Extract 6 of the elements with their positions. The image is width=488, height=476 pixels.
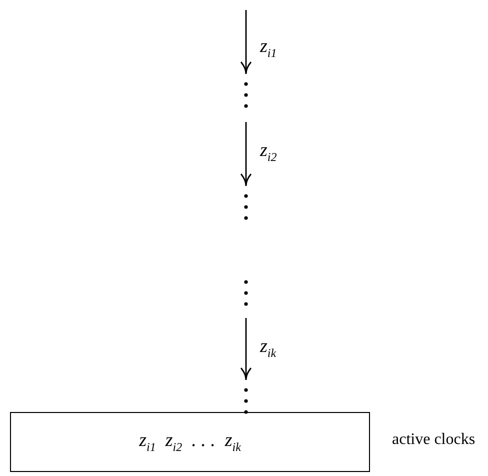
arrow-label: z$_{i1}$ — [260, 36, 277, 61]
side-caption: active clocks — [392, 431, 476, 449]
process-box — [10, 412, 370, 472]
box-text: z$_{i1}$ z$_{i2}$ . . . z$_{ik}$ — [139, 430, 241, 454]
arrow-label: z$_{i2}$ — [260, 140, 277, 165]
arrow-label: z$_{ik}$ — [260, 336, 276, 361]
